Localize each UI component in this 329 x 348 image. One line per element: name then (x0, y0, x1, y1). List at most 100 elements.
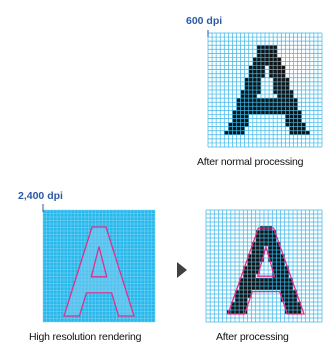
glyph-pixel (289, 122, 294, 127)
glyph-pixel (268, 254, 273, 258)
glyph-pixel (289, 126, 294, 131)
glyph-pixel (228, 130, 233, 135)
glyph-pixel (280, 274, 285, 278)
glyph-pixel (251, 274, 256, 278)
glyph-pixel (230, 306, 235, 310)
glyph-pixel (293, 290, 298, 294)
glyph-pixel (280, 270, 285, 274)
glyph-pixel (236, 110, 241, 115)
glyph-pixel (276, 282, 281, 286)
glyph-pixel (256, 57, 261, 62)
glyph-pixel (305, 130, 310, 135)
glyph-pixel (255, 246, 260, 250)
glyph-pixel (259, 234, 264, 238)
glyph-pixel (255, 266, 260, 270)
glyph-pixel (297, 110, 302, 115)
glyph-pixel (260, 61, 265, 66)
glyph-pixel (240, 118, 245, 123)
glyph-pixel (289, 110, 294, 115)
glyph-pixel (236, 126, 241, 131)
glyph-pixel (272, 262, 277, 266)
glyph-pixel (284, 286, 289, 290)
glyph-pixel (248, 81, 253, 86)
process-arrow-icon (177, 262, 187, 278)
glyph-pixel (276, 262, 281, 266)
glyph-pixel (247, 254, 252, 258)
glyph-pixel (293, 130, 298, 135)
glyph-pixel (265, 49, 270, 54)
glyph-pixel (284, 270, 289, 274)
glyph-pixel (255, 230, 260, 234)
glyph-pixel (280, 282, 285, 286)
glyph-pixel (244, 81, 249, 86)
glyph-pixel (297, 310, 302, 314)
glyph-pixel (243, 294, 248, 298)
glyph-pixel (276, 274, 281, 278)
glyph-pixel (280, 266, 285, 270)
glyph-pixel (288, 294, 293, 298)
glyph-pixel (276, 286, 281, 290)
glyph-pixel (252, 65, 257, 70)
glyph-pixel (276, 266, 281, 270)
glyph-pixel (293, 106, 298, 111)
glyph-pixel (265, 61, 270, 66)
glyph-pixel (281, 90, 286, 95)
glyph-pixel (273, 98, 278, 103)
glyph-pixel (235, 302, 240, 306)
glyph-pixel (256, 53, 261, 58)
glyph-pixel (289, 118, 294, 123)
glyph-pixel (273, 53, 278, 58)
glyph-pixel (297, 130, 302, 135)
glyph-pixel (297, 302, 302, 306)
glyph-pixel (293, 110, 298, 115)
glyph-pixel (289, 102, 294, 107)
glyph-pixel (269, 73, 274, 78)
glyph-pixel (256, 110, 261, 115)
glyph-pixel (244, 102, 249, 107)
glyph-pixel (235, 290, 240, 294)
glyph-pixel (256, 81, 261, 86)
top-caption: After normal processing (197, 156, 304, 168)
glyph-pixel (259, 286, 264, 290)
glyph-pixel (260, 98, 265, 103)
glyph-pixel (301, 130, 306, 135)
glyph-pixel (276, 250, 281, 254)
glyph-pixel (284, 294, 289, 298)
glyph-pixel (256, 65, 261, 70)
glyph-pixel (247, 282, 252, 286)
glyph-pixel (273, 90, 278, 95)
glyph-pixel (252, 81, 257, 86)
glyph-pixel (284, 290, 289, 294)
glyph-pixel (269, 65, 274, 70)
glyph-pixel (276, 242, 281, 246)
glyph-pixel (277, 90, 282, 95)
glyph-pixel (259, 250, 264, 254)
glyph-pixel (260, 106, 265, 111)
glyph-pixel (252, 102, 257, 107)
glyph-pixel (260, 49, 265, 54)
glyph-pixel (243, 298, 248, 302)
glyph-pixel (235, 306, 240, 310)
glyph-pixel (281, 69, 286, 74)
glyph-pixel (259, 238, 264, 242)
glyph-pixel (235, 310, 240, 314)
glyph-pixel (252, 61, 257, 66)
glyph-pixel (244, 106, 249, 111)
glyph-pixel (243, 282, 248, 286)
glyph-pixel (273, 102, 278, 107)
top-dpi-label: 600 dpi (186, 15, 223, 27)
glyph-pixel (264, 278, 269, 282)
glyph-pixel (280, 294, 285, 298)
glyph-pixel (243, 278, 248, 282)
glyph-pixel (259, 278, 264, 282)
glyph-pixel (293, 302, 298, 306)
glyph-pixel (281, 77, 286, 82)
glyph-pixel (273, 81, 278, 86)
glyph-pixel (281, 85, 286, 90)
glyph-pixel (285, 102, 290, 107)
glyph-pixel (288, 290, 293, 294)
glyph-pixel (273, 110, 278, 115)
high-resolution-grid (42, 209, 156, 323)
glyph-pixel (243, 270, 248, 274)
glyph-pixel (276, 258, 281, 262)
